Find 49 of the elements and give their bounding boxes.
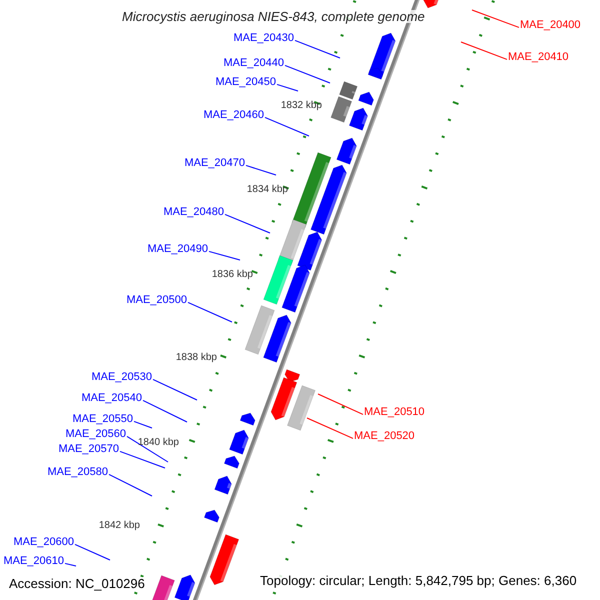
gene-label: MAE_20540 [81, 392, 142, 405]
gene-label: MAE_20500 [126, 294, 187, 307]
leader-line [224, 214, 270, 234]
position-label: 1834 kbp [246, 183, 288, 196]
gene-label: MAE_20600 [13, 536, 74, 549]
title: Microcystis aeruginosa NIES-843, complete genome [122, 10, 425, 23]
leader-line [318, 394, 364, 415]
leader-line [306, 418, 354, 439]
leader-line [294, 40, 340, 58]
position-label: 1836 kbp [212, 268, 253, 281]
leader-line [246, 164, 276, 176]
gene-label: MAE_20430 [233, 32, 294, 45]
leader-line [284, 64, 330, 84]
leader-line [472, 10, 520, 28]
leader-line [188, 302, 232, 322]
gene-label: MAE_20550 [72, 413, 133, 426]
leader-line [460, 42, 508, 60]
leader-line [74, 544, 110, 560]
position-label: 1832 kbp [280, 99, 322, 112]
leader-line [264, 116, 310, 136]
leader-line [152, 378, 198, 400]
leader-line [108, 474, 152, 496]
genome-info-text: Topology: circular; Length: 5,842,795 bp; Genes: 6,360 [260, 574, 577, 587]
gene-label: MAE_20610 [3, 555, 64, 568]
position-label: 1840 kbp [138, 436, 179, 449]
gene-label: MAE_20490 [147, 243, 208, 256]
gene-label: MAE_20510 [364, 406, 425, 419]
gene-label: MAE_20460 [203, 109, 264, 122]
gene-label: MAE_20570 [58, 443, 119, 456]
accession-text: Accession: NC_010296 [9, 577, 145, 590]
gene-label: MAE_20410 [508, 51, 569, 64]
leader-line [276, 84, 298, 92]
gene-label: MAE_20400 [520, 19, 581, 32]
leader-line [126, 436, 168, 462]
leader-line [142, 400, 188, 422]
gene-label: MAE_20530 [91, 371, 152, 384]
leader-line [134, 420, 152, 428]
gene-label: MAE_20440 [223, 57, 284, 70]
gene-label: MAE_20520 [354, 430, 415, 443]
gene-label: MAE_20560 [65, 428, 126, 441]
position-label: 1838 kbp [176, 351, 217, 364]
gene-label: MAE_20580 [47, 466, 108, 479]
gene-label: MAE_20450 [215, 76, 276, 89]
position-label: 1842 kbp [98, 519, 140, 532]
leader-line [208, 250, 240, 260]
leader-line [120, 450, 166, 468]
gene-label: MAE_20480 [163, 206, 224, 219]
leader-line [64, 562, 76, 566]
gene-label: MAE_20470 [184, 157, 245, 170]
